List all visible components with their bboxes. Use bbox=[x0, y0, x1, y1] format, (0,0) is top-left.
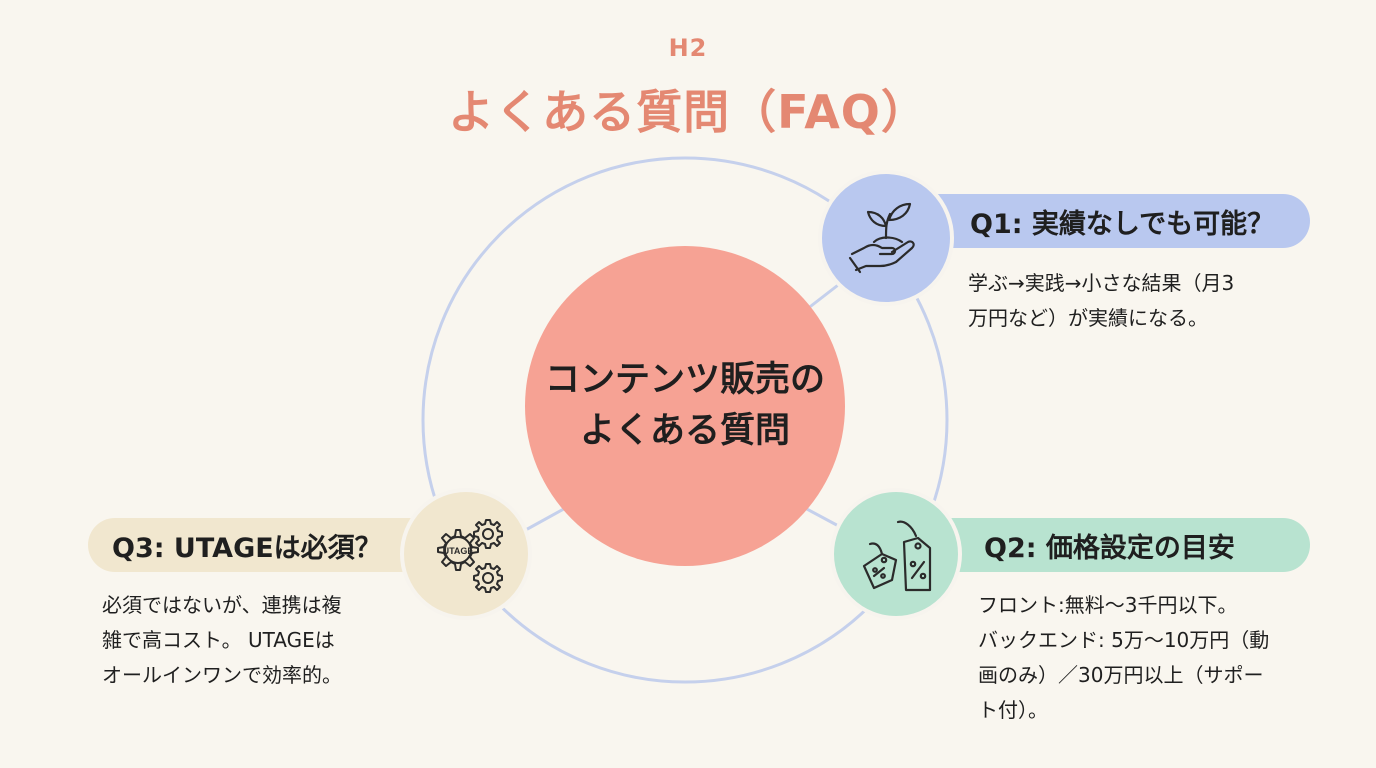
q1-answer-line: 学ぶ→実践→小さな結果（月3 bbox=[968, 271, 1235, 295]
q1-answer: 学ぶ→実践→小さな結果（月3 万円など）が実績になる。 bbox=[968, 266, 1234, 336]
q2-answer: フロント:無料〜3千円以下。 バックエンド: 5万〜10万円（動 画のみ）／30… bbox=[978, 588, 1269, 728]
q3-answer-line: オールインワンで効率的。 bbox=[102, 663, 342, 687]
outer-ring bbox=[421, 156, 949, 684]
q3-pill bbox=[88, 518, 468, 572]
gear-icon-label: UTAGE bbox=[443, 546, 474, 556]
q2-answer-line: フロント:無料〜3千円以下。 bbox=[978, 593, 1238, 617]
heading-level-tag: H2 bbox=[668, 34, 708, 62]
center-label: コンテンツ販売の よくある質問 bbox=[525, 246, 845, 566]
q1-pill bbox=[890, 194, 1310, 248]
center-label-line2: よくある質問 bbox=[579, 411, 790, 451]
plant-in-hand-icon bbox=[848, 202, 915, 274]
q2-title: Q2: 価格設定の目安 bbox=[984, 533, 1235, 564]
center-circle bbox=[525, 246, 845, 566]
q2-icon-circle bbox=[830, 488, 962, 620]
q3-answer-line: 雑で高コスト。 UTAGEは bbox=[102, 628, 335, 652]
q3-answer: 必須ではないが、連携は複 雑で高コスト。 UTAGEは オールインワンで効率的。 bbox=[102, 588, 342, 693]
q1-title: Q1: 実績なしでも可能？ bbox=[970, 209, 1275, 240]
page-title: よくある質問（FAQ） bbox=[448, 85, 928, 139]
q2-pill bbox=[900, 518, 1310, 572]
q1-answer-line: 万円など）が実績になる。 bbox=[968, 306, 1208, 330]
q2-answer-line: 画のみ）／30万円以上（サポー bbox=[978, 663, 1264, 687]
price-tag-icon bbox=[862, 520, 932, 592]
gear-icon: UTAGE bbox=[437, 519, 503, 593]
q3-answer-line: 必須ではないが、連携は複 bbox=[102, 593, 342, 617]
center-label-line1: コンテンツ販売の bbox=[544, 360, 825, 401]
q2-answer-line: バックエンド: 5万〜10万円（動 bbox=[978, 628, 1270, 652]
q3-title: Q3: UTAGEは必須？ bbox=[112, 533, 382, 564]
q2-answer-line: ト付）。 bbox=[978, 698, 1048, 722]
